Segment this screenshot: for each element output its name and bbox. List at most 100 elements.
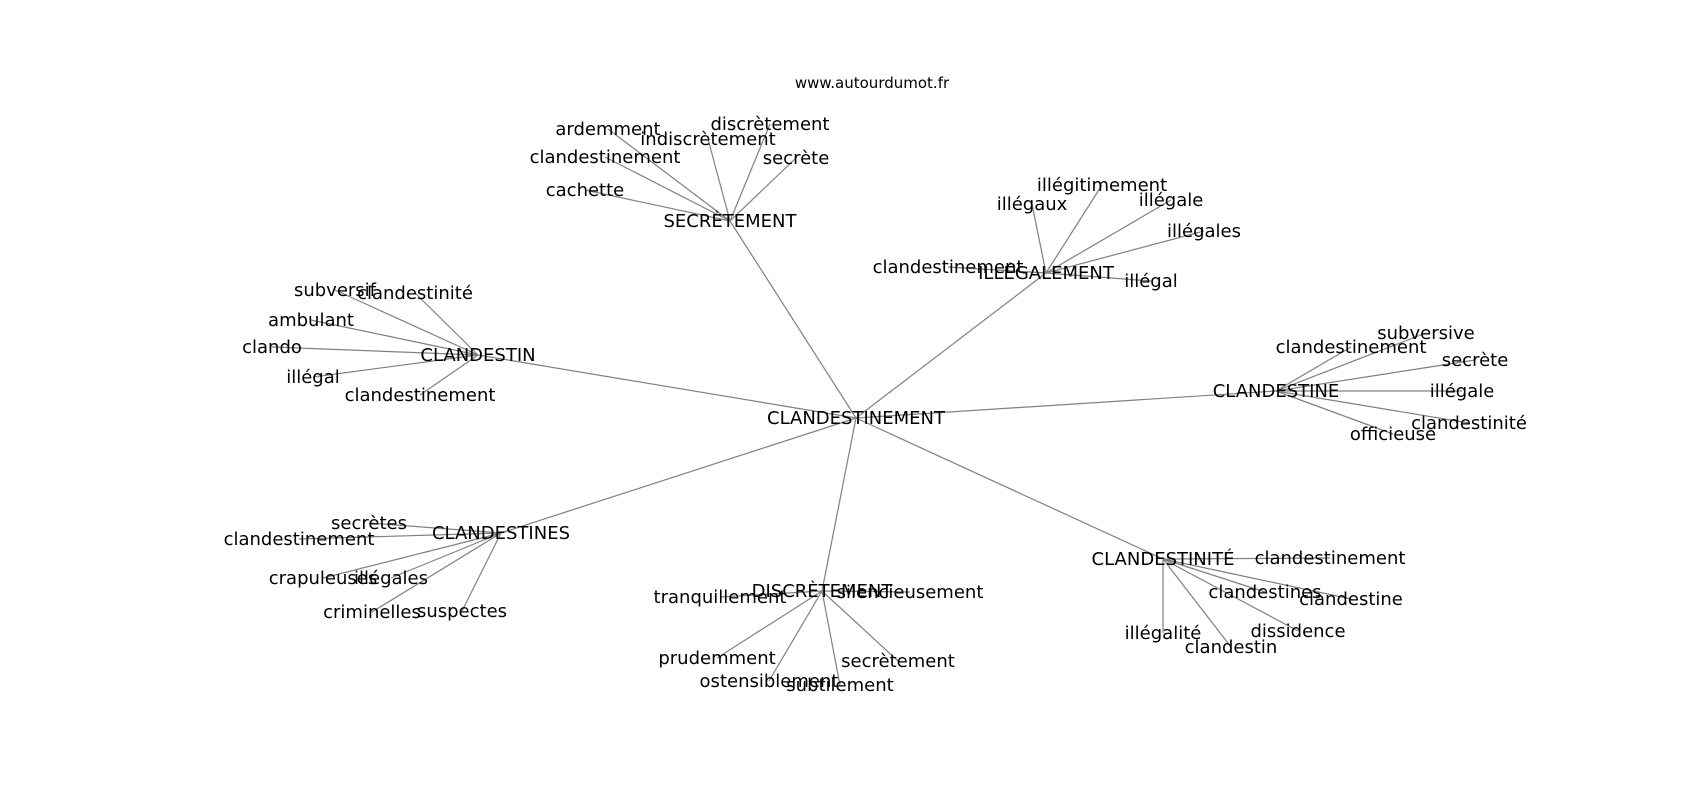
edge-hub-1-to-leaf-1 xyxy=(1031,203,1047,274)
leaf-node-label: discrètement xyxy=(711,114,830,135)
edge-hub-4-to-leaf-3 xyxy=(390,532,502,579)
leaf-node-label: dissidence xyxy=(1250,621,1345,642)
leaf-node-label: officieuse xyxy=(1350,424,1436,445)
leaf-node-label: subversif xyxy=(294,280,377,301)
leaf-node-label: subversive xyxy=(1377,323,1474,344)
leaf-node-label: cachette xyxy=(546,180,625,201)
leaf-node-label: secrète xyxy=(763,148,830,169)
edge-hub-2-to-leaf-1 xyxy=(414,292,479,356)
edge-hub-1-to-leaf-4 xyxy=(947,266,1047,274)
leaf-node-label: secrètement xyxy=(841,651,955,672)
edge-center-to-hub-2 xyxy=(477,354,857,419)
edge-hub-2-to-leaf-4 xyxy=(312,354,479,378)
leaf-node-label: illégale xyxy=(1139,190,1204,211)
edges-layer xyxy=(271,123,1476,686)
edge-hub-0-to-leaf-4 xyxy=(729,157,797,222)
edge-hub-3-to-leaf-1 xyxy=(1275,346,1352,392)
edge-hub-6-to-leaf-2 xyxy=(1162,558,1352,600)
edge-hub-3-to-leaf-4 xyxy=(1275,390,1470,424)
edge-hub-1-to-leaf-5 xyxy=(1045,272,1152,282)
leaf-node-label: clandestinement xyxy=(873,257,1024,278)
leaf-node-label: secrète xyxy=(1442,350,1509,371)
edge-hub-6-to-leaf-5 xyxy=(1162,558,1232,648)
leaf-node-label: illégales xyxy=(1167,221,1241,242)
edge-hub-5-to-leaf-4 xyxy=(821,590,841,686)
leaf-node-label: ardemment xyxy=(555,119,660,140)
leaf-node-label: clandestinement xyxy=(1255,548,1406,569)
leaf-node-label: crapuleuses xyxy=(269,568,377,589)
source-watermark: www.autourdumot.fr xyxy=(795,74,950,92)
hub-node-label: SECRÈTEMENT xyxy=(664,210,798,232)
leaf-node-label: silencieusement xyxy=(837,582,984,603)
edge-hub-4-to-leaf-0 xyxy=(368,522,502,534)
edge-center-to-hub-5 xyxy=(821,417,857,592)
edge-hub-2-to-leaf-3 xyxy=(271,346,479,356)
edge-hub-0-to-leaf-0 xyxy=(607,128,731,222)
edge-hub-5-to-leaf-0 xyxy=(821,590,911,593)
leaf-node-label: indiscrètement xyxy=(640,129,775,150)
edge-center-to-hub-0 xyxy=(729,220,857,419)
leaf-node-label: clandestinité xyxy=(357,283,473,304)
edge-hub-5-to-leaf-2 xyxy=(716,590,823,659)
edge-hub-3-to-leaf-0 xyxy=(1275,332,1427,392)
edge-hub-1-to-leaf-3 xyxy=(1045,230,1205,274)
leaf-node-label: ambulant xyxy=(268,310,354,331)
leaf-node-label: clandestinement xyxy=(1276,337,1427,358)
leaf-node-label: illégal xyxy=(1124,271,1178,292)
edge-center-to-hub-3 xyxy=(855,390,1277,419)
leaf-node-label: illégalité xyxy=(1125,623,1202,644)
leaf-node-label: tranquillement xyxy=(654,587,787,608)
leaf-node-label: clandestinité xyxy=(1411,413,1527,434)
center-node-label: CLANDESTINEMENT xyxy=(767,408,946,429)
edge-hub-4-to-leaf-2 xyxy=(322,532,502,579)
edge-hub-1-to-leaf-0 xyxy=(1045,184,1103,274)
edge-hub-2-to-leaf-2 xyxy=(310,319,479,356)
hub-node-label: CLANDESTINITÉ xyxy=(1092,548,1235,570)
edge-hub-1-to-leaf-2 xyxy=(1045,199,1172,274)
edge-hub-0-to-leaf-1 xyxy=(729,123,771,222)
edge-hub-0-to-leaf-2 xyxy=(707,138,731,222)
leaf-node-label: clando xyxy=(242,337,302,358)
hub-node-label: CLANDESTINE xyxy=(1213,381,1340,402)
leaf-node-label: illégales xyxy=(354,568,428,589)
leaf-node-label: clandestine xyxy=(1299,589,1403,610)
edge-hub-6-to-leaf-0 xyxy=(1162,557,1331,560)
edge-hub-6-to-leaf-3 xyxy=(1162,558,1299,632)
edge-hub-5-to-leaf-5 xyxy=(821,590,899,662)
edge-hub-6-to-leaf-1 xyxy=(1162,558,1266,593)
leaf-node-label: illégale xyxy=(1430,381,1495,402)
edge-center-to-hub-4 xyxy=(500,417,857,534)
leaf-node-label: criminelles xyxy=(323,602,421,623)
edge-hub-0-to-leaf-5 xyxy=(584,189,731,222)
edge-hub-2-to-leaf-5 xyxy=(419,354,479,396)
hub-node-label: CLANDESTINES xyxy=(432,523,570,544)
edge-hub-5-to-leaf-3 xyxy=(768,590,823,682)
leaf-node-label: clandestines xyxy=(1208,582,1321,603)
leaf-node-label: clandestinement xyxy=(224,529,375,550)
edge-hub-4-to-leaf-1 xyxy=(298,532,502,540)
edge-hub-4-to-leaf-4 xyxy=(371,532,502,613)
leaf-node-label: prudemment xyxy=(658,648,775,669)
edge-center-to-hub-6 xyxy=(855,417,1164,560)
edge-hub-0-to-leaf-3 xyxy=(604,156,731,222)
leaf-node-label: ostensiblement xyxy=(700,671,839,692)
hub-node-label: ILLÉGALEMENT xyxy=(978,262,1115,284)
leaf-node-label: clandestin xyxy=(1185,637,1278,658)
edge-hub-3-to-leaf-5 xyxy=(1275,390,1394,435)
leaf-node-label: clandestinement xyxy=(530,147,681,168)
leaf-node-label: illégaux xyxy=(997,194,1068,215)
leaf-node-label: illégal xyxy=(286,367,340,388)
leaf-node-label: clandestinement xyxy=(345,385,496,406)
edge-center-to-hub-1 xyxy=(855,272,1047,419)
hub-node-label: CLANDESTIN xyxy=(420,345,535,366)
hub-node-label: DISCRÈTEMENT xyxy=(752,580,894,602)
edge-hub-4-to-leaf-5 xyxy=(461,532,502,612)
leaf-node-label: secrètes xyxy=(331,513,407,534)
edge-hub-3-to-leaf-2 xyxy=(1275,359,1476,392)
edge-hub-2-to-leaf-0 xyxy=(334,289,479,356)
leaf-node-label: subtilement xyxy=(786,675,893,696)
leaf-node-label: illégitimement xyxy=(1037,175,1167,196)
labels-layer: CLANDESTINEMENT SECRÈTEMENT ardemment discr… xyxy=(224,114,1527,696)
leaf-node-label: suspectes xyxy=(417,601,507,622)
